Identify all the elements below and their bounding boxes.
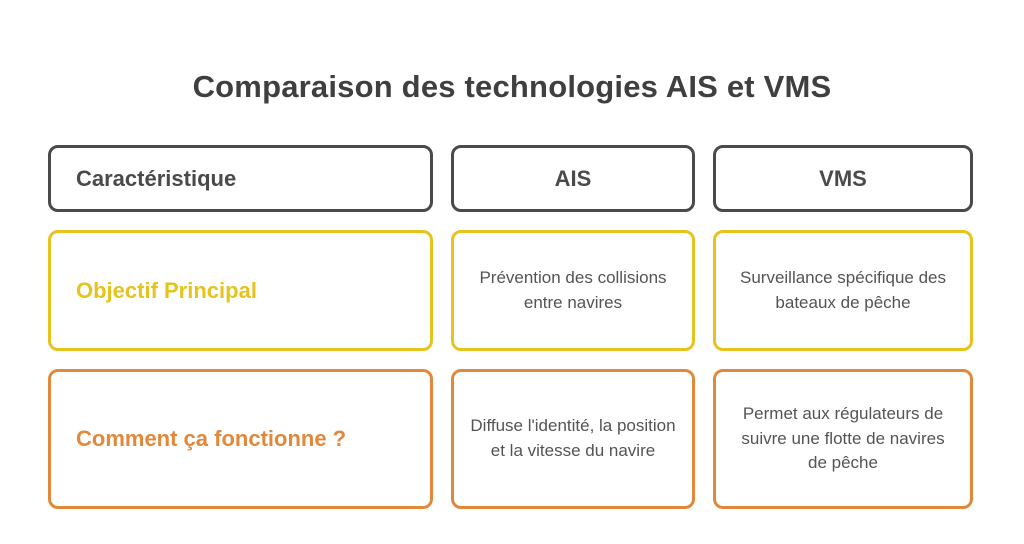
cell-objectif-ais: Prévention des collisions entre navires (451, 230, 695, 351)
header-cell-vms: VMS (713, 145, 973, 212)
header-label-vms: VMS (819, 165, 867, 191)
cell-objectif-vms: Surveillance spécifique des bateaux de p… (713, 230, 973, 351)
cell-fonctionnement-vms: Permet aux régulateurs de suivre une flo… (713, 369, 973, 509)
cell-text-objectif-vms: Surveillance spécifique des bateaux de p… (739, 267, 946, 312)
row-label-cell-objectif-principal: Objectif Principal (48, 230, 433, 351)
page-title: Comparaison des technologies AIS et VMS (192, 68, 832, 104)
cell-fonctionnement-ais: Diffuse l'identité, la position et la vi… (451, 369, 695, 509)
cell-text-objectif-ais: Prévention des collisions entre navires (479, 267, 667, 312)
cell-text-fonctionnement-vms: Permet aux régulateurs de suivre une flo… (741, 404, 945, 473)
row-label-comment-ca-fonctionne: Comment ça fonctionne ? (76, 426, 347, 451)
cell-text-fonctionnement-ais: Diffuse l'identité, la position et la vi… (470, 416, 676, 460)
row-label-cell-comment-ca-fonctionne: Comment ça fonctionne ? (48, 369, 433, 509)
header-label-caracteristique: Caractéristique (76, 165, 237, 191)
header-cell-ais: AIS (451, 145, 695, 212)
header-cell-caracteristique: Caractéristique (48, 145, 433, 212)
row-label-objectif-principal: Objectif Principal (76, 277, 257, 303)
header-label-ais: AIS (554, 165, 592, 191)
comparison-table: Caractéristique AIS VMS Objectif Princip… (48, 145, 973, 509)
